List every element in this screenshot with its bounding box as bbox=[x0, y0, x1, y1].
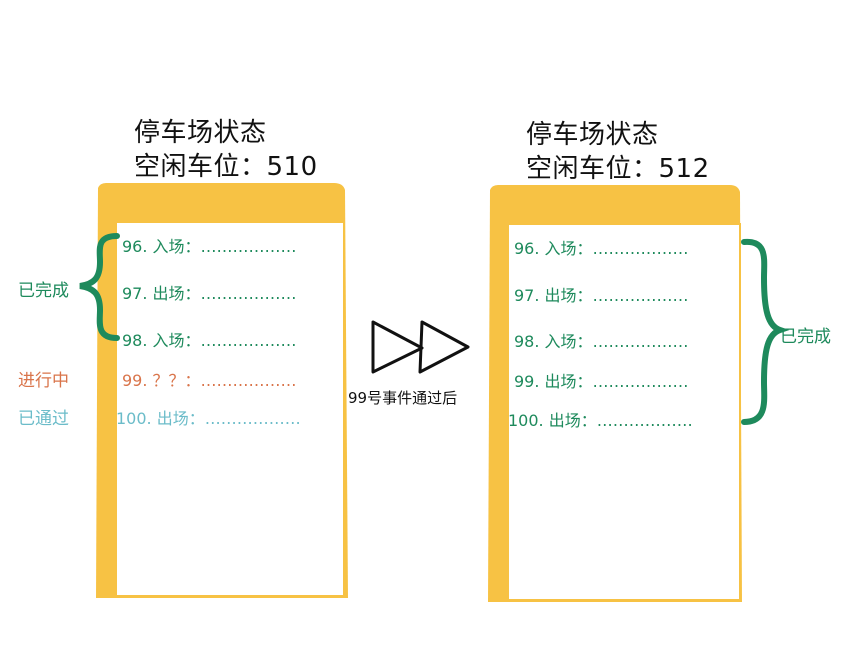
right-row-99: 99. 出场：……………… bbox=[514, 372, 689, 391]
right-title-line1: 停车场状态 bbox=[526, 120, 659, 150]
in-progress-label: 进行中 bbox=[18, 371, 69, 391]
passed-label: 已通过 bbox=[18, 409, 69, 429]
right-row-100: 100. 出场：……………… bbox=[508, 411, 693, 430]
right-title-line2: 空闲车位：512 bbox=[526, 154, 710, 184]
right-row-98: 98. 入场：……………… bbox=[514, 332, 689, 351]
left-done-label: 已完成 bbox=[18, 281, 69, 301]
left-row-99: 99. ？？：……………… bbox=[122, 371, 297, 390]
left-title-line2: 空闲车位：510 bbox=[134, 152, 318, 182]
double-play-arrow-icon bbox=[371, 320, 470, 374]
left-folder bbox=[96, 183, 348, 598]
left-row-98: 98. 入场：……………… bbox=[122, 331, 297, 350]
right-done-label: 已完成 bbox=[780, 327, 831, 347]
left-row-97: 97. 出场：……………… bbox=[122, 284, 297, 303]
right-folder bbox=[488, 185, 742, 602]
right-done-bracket bbox=[741, 238, 790, 425]
transition-caption: 99号事件通过后 bbox=[348, 389, 458, 407]
left-row-100: 100. 出场：……………… bbox=[116, 409, 301, 428]
left-row-96: 96. 入场：……………… bbox=[122, 237, 297, 256]
right-row-97: 97. 出场：……………… bbox=[514, 286, 689, 305]
left-title-line1: 停车场状态 bbox=[134, 118, 267, 148]
left-done-bracket bbox=[79, 233, 120, 341]
right-row-96: 96. 入场：……………… bbox=[514, 239, 689, 258]
